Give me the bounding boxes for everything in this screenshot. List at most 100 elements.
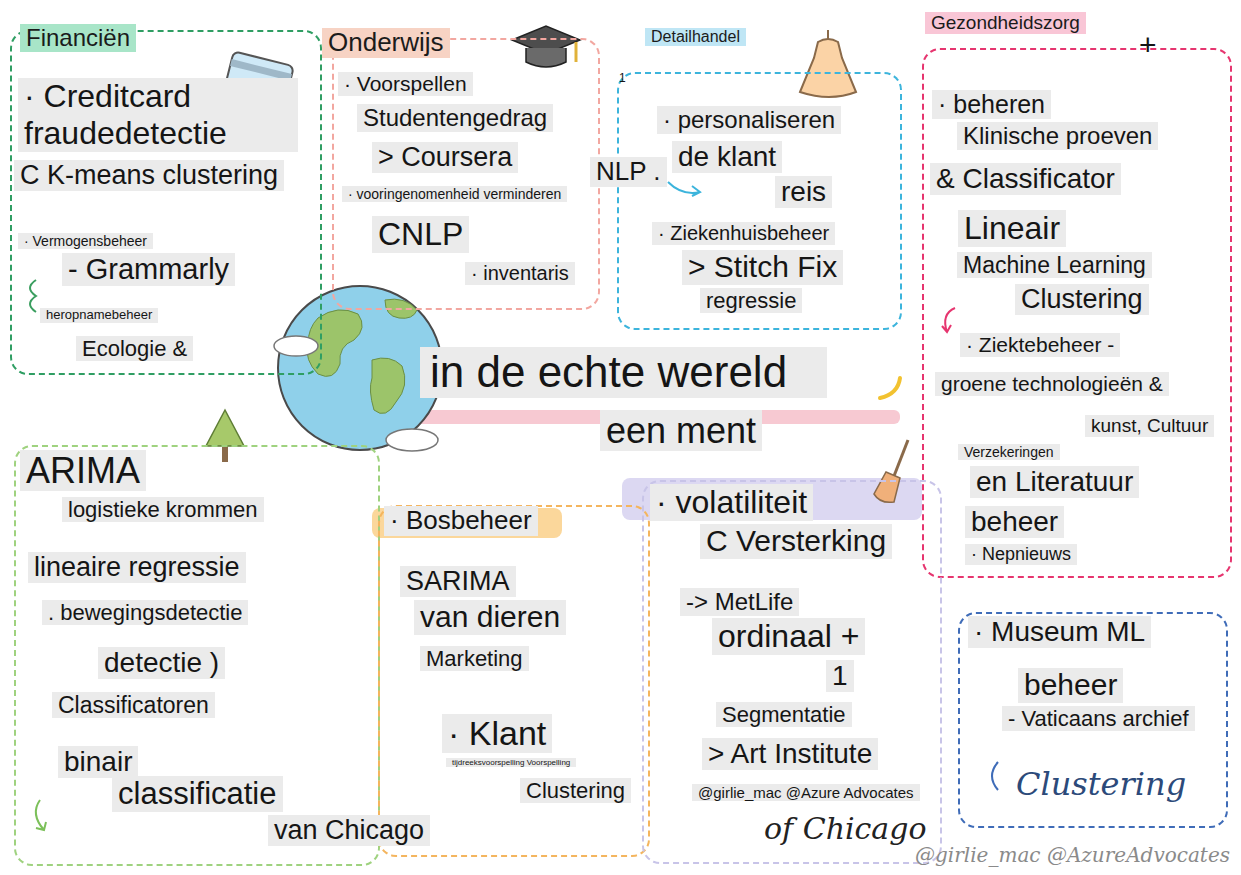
highlight-band [622, 478, 922, 520]
note-text: Classificatoren [52, 692, 215, 718]
note-text: de klant [672, 141, 782, 173]
category-region: · BosbeheerSARIMAvan dierenMarketing · Kl… [378, 505, 650, 857]
handwritten-note: Clustering [1010, 766, 1192, 803]
note-text: C Versterking [700, 524, 892, 559]
note-text: & Classificator [930, 163, 1121, 195]
brace-mark [30, 280, 36, 312]
category-region: · volatiliteitC Versterking -> MetLifeord… [642, 480, 942, 864]
note-text: Lineair [958, 210, 1066, 247]
tree-icon [206, 410, 244, 462]
note-text: tijdreeksvoorspelling Voorspelling [446, 758, 576, 767]
handwritten-note: of Chicago [758, 812, 933, 847]
globe-land [370, 358, 405, 414]
note-text: reis [775, 176, 832, 208]
note-text: · beheren [932, 90, 1051, 119]
note-text: Segmentatie [716, 702, 852, 727]
note-text: classificatie [112, 776, 283, 812]
note-text: beheer [965, 506, 1064, 538]
note-text: > Stitch Fix [682, 250, 843, 285]
note-text: · personaliseren [657, 106, 841, 134]
note-text: Clustering [1015, 284, 1149, 315]
note-text: logistieke krommen [62, 497, 264, 522]
note-text: · Klant [442, 714, 552, 753]
note-text: . bewegingsdetectie [42, 600, 248, 625]
note-text: - Vaticaans archief [1002, 706, 1195, 731]
note-label: een ment [600, 410, 762, 451]
tree-crown [206, 410, 244, 446]
note-label: van Chicago [268, 815, 430, 846]
note-text: 1 [826, 660, 854, 692]
broom-head [874, 472, 900, 502]
category-tag: Gezondheidszorg [925, 12, 1086, 34]
dress-icon [800, 30, 856, 97]
cloud [274, 336, 318, 356]
broom-stick [894, 440, 908, 476]
note-text: Clustering [520, 778, 631, 803]
category-region: Onderwijs· VoorspellenStudentengedrag> C… [332, 38, 600, 310]
note-text: ordinaal + [712, 618, 865, 655]
note-text: Verzekeringen [958, 444, 1060, 460]
note-text: > Art Institute [702, 738, 878, 770]
note-text: · volatiliteit [650, 484, 813, 521]
note-label: 1 [613, 72, 632, 86]
note-text: > Coursera [372, 142, 518, 173]
note-text: Studentengedrag [357, 104, 553, 132]
cap-base [526, 48, 566, 67]
category-tag: Onderwijs [322, 28, 450, 58]
note-text: Klinische proeven [957, 122, 1158, 150]
note-text: Ecologie & [76, 336, 193, 361]
category-tag: Detailhandel [645, 28, 746, 46]
note-text: · Ziektebeheer - [960, 333, 1120, 357]
note-text: SARIMA [400, 566, 516, 597]
note-text: beheer [1018, 668, 1123, 703]
note-text: Machine Learning [957, 252, 1152, 278]
note-label: @girlie_mac @Azure Advocates [692, 784, 920, 801]
note-text: kunst, Cultuur [1085, 415, 1214, 437]
note-text: · Vermogensbeheer [18, 233, 153, 249]
note-text: detectie ) [98, 647, 225, 679]
graduation-cap-icon [512, 26, 580, 67]
note-text: regressie [700, 288, 802, 313]
note-text: binair [58, 746, 138, 778]
category-region: ARIMA logistieke krommen lineaire regressi… [14, 445, 380, 866]
category-region: Gezondheidszorg· beherenKlinische proeve… [922, 48, 1232, 578]
note-text: · Museum ML [968, 616, 1151, 648]
diagram-title: in de echte wereld [420, 347, 827, 398]
note-text: · Nepnieuws [965, 544, 1077, 565]
note-text: CNLP [372, 216, 469, 253]
category-tag: Financiën [20, 24, 136, 52]
cloud [386, 429, 438, 451]
arrow-mark [36, 800, 46, 830]
note-text: · Voorspellen [338, 72, 473, 96]
watermark: @girlie_mac @AzureAdvocates [909, 844, 1236, 867]
globe [278, 286, 442, 450]
note-text: · inventaris [465, 262, 575, 285]
note-text: en Literatuur [970, 466, 1139, 498]
category-region: Detailhandel· personaliserende klantreis… [617, 72, 902, 330]
note-text: van dieren [414, 600, 566, 635]
note-text: · Bosbeheer [384, 506, 538, 536]
note-label: NLP . [590, 157, 667, 187]
note-text: -> MetLife [680, 588, 799, 616]
sun-arc [880, 378, 900, 398]
arrow-mark [668, 182, 700, 196]
category-region: · Museum ML beheer - Vaticaans archiefClus… [958, 612, 1228, 828]
note-text: heropnamebeheer [40, 308, 158, 323]
note-text: ARIMA [20, 450, 146, 491]
note-text: · Creditcard fraudedetectie [18, 78, 298, 152]
note-text: groene technologieën & [935, 372, 1169, 396]
note-label: + [1133, 28, 1163, 63]
broom-icon [874, 440, 908, 502]
note-text: C K-means clustering [14, 160, 284, 191]
note-text: · vooringenomenheid verminderen [342, 186, 567, 202]
category-region: Financiën· Creditcard fraudedetectieC K-… [10, 30, 322, 375]
dress-body [800, 39, 856, 97]
cap-tassel [575, 42, 578, 62]
note-text: Marketing [420, 646, 529, 671]
arrow-mark [992, 762, 998, 790]
note-text: · Ziekenhuisbeheer [652, 222, 835, 245]
note-text: - Grammarly [62, 253, 235, 286]
arrow-mark [942, 308, 955, 332]
note-text: lineaire regressie [28, 552, 246, 583]
